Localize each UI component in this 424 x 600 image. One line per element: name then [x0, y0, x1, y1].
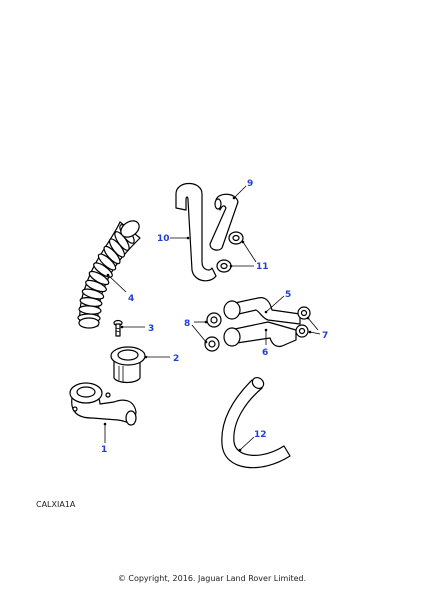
callout-2: 2 — [173, 354, 179, 364]
leader-lines — [103, 185, 321, 452]
callout-8: 8 — [184, 319, 190, 329]
callout-labels: 1 2 3 4 5 6 7 8 9 10 11 12 — [101, 179, 328, 455]
callout-5: 5 — [285, 290, 291, 300]
callout-11: 11 — [256, 262, 269, 272]
callout-6: 6 — [262, 348, 268, 358]
callout-12: 12 — [254, 430, 267, 440]
copyright-notice: © Copyright, 2016. Jaguar Land Rover Lim… — [117, 574, 307, 583]
corrugated-hose — [77, 220, 141, 329]
grommet — [110, 346, 146, 384]
elbow-duct — [69, 382, 137, 426]
callout-4: 4 — [128, 294, 134, 304]
twin-pipe-assembly — [223, 297, 301, 348]
diagram-reference-code: CALXIA1A — [36, 500, 76, 509]
j-shaped-hose — [221, 376, 291, 469]
hose-clips — [216, 231, 244, 273]
callout-7: 7 — [322, 331, 328, 341]
curved-hose-short — [209, 193, 239, 251]
callout-9: 9 — [247, 179, 253, 189]
callout-3: 3 — [148, 324, 154, 334]
screw — [113, 319, 123, 337]
callout-1: 1 — [101, 445, 107, 455]
bent-hose-long — [175, 182, 217, 282]
hose-rib — [97, 253, 117, 271]
callout-10: 10 — [157, 234, 170, 244]
hose-rib — [93, 262, 113, 278]
pipe-clips — [204, 306, 311, 352]
